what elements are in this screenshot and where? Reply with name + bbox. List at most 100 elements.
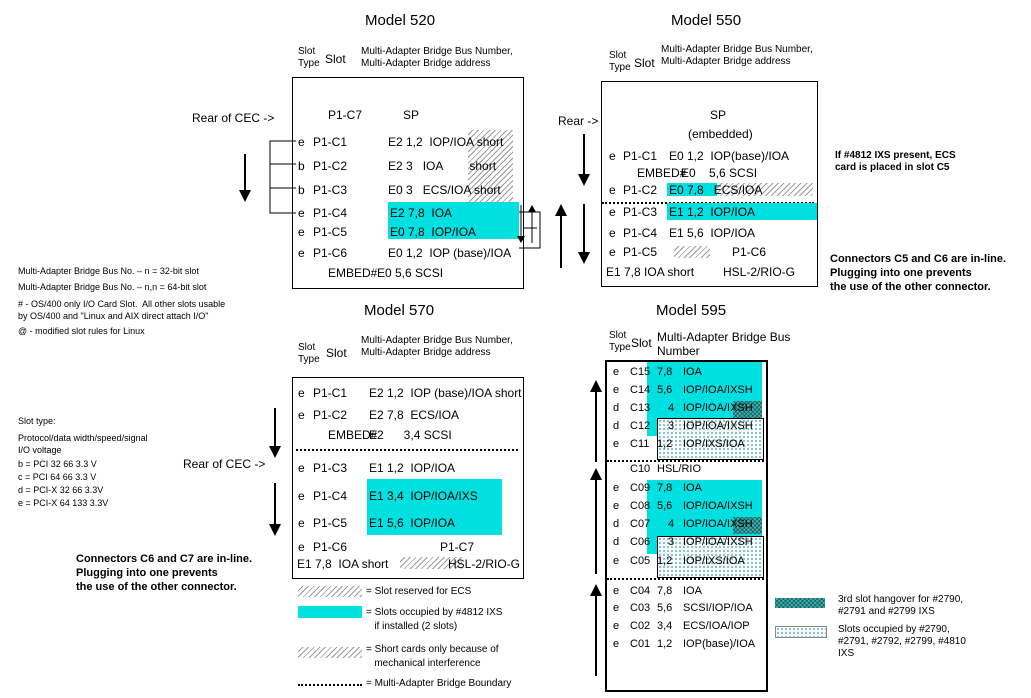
slot-type-b: b = PCI 32 66 3.3 V: [18, 459, 97, 469]
model550-slot: EMBED#: [637, 166, 687, 180]
model550-desc: E0 1,2 IOP(base)/IOA: [669, 149, 790, 163]
legend-occupied595-swatch: [775, 626, 827, 638]
model520-desc: SP: [403, 108, 420, 122]
model595-desc: HSL/RIO: [657, 463, 702, 475]
model570-bridge-boundary: [296, 449, 518, 451]
model550-type: e: [609, 183, 616, 197]
model570-type: e: [298, 516, 305, 530]
legend-short-label: = Short cards only because of mechanical…: [366, 644, 499, 669]
model550-type: e: [609, 245, 616, 259]
model570-title: Model 570: [364, 302, 435, 319]
model520-type: e: [298, 135, 305, 149]
model570-type: e: [298, 489, 305, 503]
model570-slot: P1-C6: [313, 540, 348, 554]
model595-slot-type: e: [613, 620, 620, 632]
model550-type: e: [609, 205, 616, 219]
model570-desc: E1 1,2 IOP/IOA: [369, 461, 456, 475]
model550-type: e: [609, 149, 616, 163]
model595-slot-type: d: [613, 536, 620, 548]
model595-slot: C15: [630, 366, 651, 378]
slot-type-desc: Protocol/data width/speed/signal I/O vol…: [18, 433, 148, 455]
model595-slot: C06: [630, 536, 651, 548]
model520-desc: E0 3 ECS/IOA short: [388, 183, 501, 197]
model595-bus: 7,8: [657, 366, 673, 378]
model595-desc: IOA: [683, 482, 702, 494]
model550-desc: P1-C6: [732, 245, 767, 259]
model570-short-hatch: [400, 557, 462, 569]
model595-desc: IOP/IXS/IOA: [683, 555, 745, 567]
legend-occupied-label: = Slots occupied by #4812 IXS if install…: [366, 607, 503, 632]
model595-slot: C12: [630, 420, 651, 432]
model570-rear-label: Rear of CEC ->: [183, 457, 266, 471]
model570-desc: E2 1,2 IOP (base)/IOA short: [369, 386, 522, 400]
bus-legend-32bit: Multi-Adapter Bridge Bus No. – n = 32-bi…: [18, 266, 199, 276]
model595-bus: 7,8: [657, 585, 673, 597]
model550-desc: E0 7,8 ECS/IOA: [669, 183, 763, 197]
model520-slot-type-header: Slot Type: [298, 46, 320, 69]
model550-reserved-hatch: [717, 183, 813, 196]
model595-hangover-1: [733, 401, 762, 418]
model550-sp: SP: [710, 108, 727, 122]
model595-bus: 3: [668, 420, 675, 432]
model520-desc: E0 1,2 IOP (base)/IOA: [388, 246, 512, 260]
model595-slot: C01: [630, 638, 651, 650]
model595-mab-header: Multi-Adapter Bridge Bus Number: [657, 330, 791, 358]
model595-desc: IOP/IOA/IXSH: [683, 420, 753, 432]
model595-boundary-2: [607, 578, 764, 580]
model570-desc: E1 3,4 IOP/IOA/IXS: [369, 489, 478, 503]
model570-type: e: [298, 386, 305, 400]
model595-slot: C09: [630, 482, 651, 494]
model570-slot: EMBED#: [328, 428, 378, 442]
model595-desc: SCSI/IOP/IOA: [683, 602, 753, 614]
model520-slot: P1-C4: [313, 206, 348, 220]
model550-ecs-highlight: [667, 183, 717, 196]
model595-bus: 5,6: [657, 500, 673, 512]
model570-type: e: [298, 408, 305, 422]
model570-slot-type-header: Slot Type: [298, 342, 320, 365]
model595-slot-type: e: [613, 384, 620, 396]
model550-desc: E1 1,2 IOP/IOA: [669, 205, 756, 219]
model520-desc: E2 3 IOA short: [388, 159, 497, 173]
model520-slot-header: Slot: [325, 52, 346, 66]
model595-slot-type: e: [613, 638, 620, 650]
model550-slot: P1-C1: [623, 149, 658, 163]
slot-type-d: d = PCI-X 32 66 3.3V: [18, 485, 104, 495]
model520-type: e: [298, 246, 305, 260]
model520-ixs-highlight: [388, 202, 519, 239]
model595-desc: IOP/IOA/IXSH: [683, 500, 753, 512]
model595-slot-type: e: [613, 482, 620, 494]
model595-bus: 5,6: [657, 384, 673, 396]
model595-slot: C14: [630, 384, 651, 396]
model595-desc: IOP/IXS/IOA: [683, 438, 745, 450]
slot-type-e: e = PCI-X 64 133 3.3V: [18, 498, 109, 508]
model570-slot: P1-C3: [313, 461, 348, 475]
model550-desc: E0 5,6 SCSI: [681, 166, 758, 180]
model550-title: Model 550: [671, 12, 742, 29]
model595-slot-type: e: [613, 585, 620, 597]
model570-desc: E2 7,8 ECS/IOA: [369, 408, 460, 422]
model595-boundary-1: [607, 460, 764, 462]
model595-bus: 3,4: [657, 620, 673, 632]
model595-desc: IOP/IOA/IXSH: [683, 518, 753, 530]
model595-desc: IOP/IOA/IXSH: [683, 536, 753, 548]
model550-slot: P1-C4: [623, 226, 658, 240]
model570-slot: P1-C1: [313, 386, 348, 400]
model570-desc: E2 3,4 SCSI: [369, 428, 452, 442]
os400-note: # - OS/400 only I/O Card Slot. All other…: [18, 299, 226, 321]
model595-occupied-1: [657, 418, 764, 460]
model520-type: b: [298, 183, 305, 197]
model595-desc: IOP(base)/IOA: [683, 638, 756, 650]
model520-rear-label: Rear of CEC ->: [192, 111, 275, 125]
slot-type-title: Slot type:: [18, 416, 56, 426]
model595-desc: IOP/IOA/IXSH: [683, 384, 753, 396]
model570-slot: E1 7,8 IOA short: [297, 557, 389, 571]
model520-type: e: [298, 225, 305, 239]
model550-short-hatch: [674, 246, 710, 258]
model595-slot: C05: [630, 555, 651, 567]
model520-desc: E2 7,8 IOA: [390, 206, 453, 220]
model595-title: Model 595: [656, 302, 727, 319]
model595-desc: ECS/IOA/IOP: [683, 620, 750, 632]
model550-slot: E1 7,8 IOA short: [606, 265, 695, 279]
model595-slot: C07: [630, 518, 651, 530]
model520-slot: P1-C2: [313, 159, 348, 173]
